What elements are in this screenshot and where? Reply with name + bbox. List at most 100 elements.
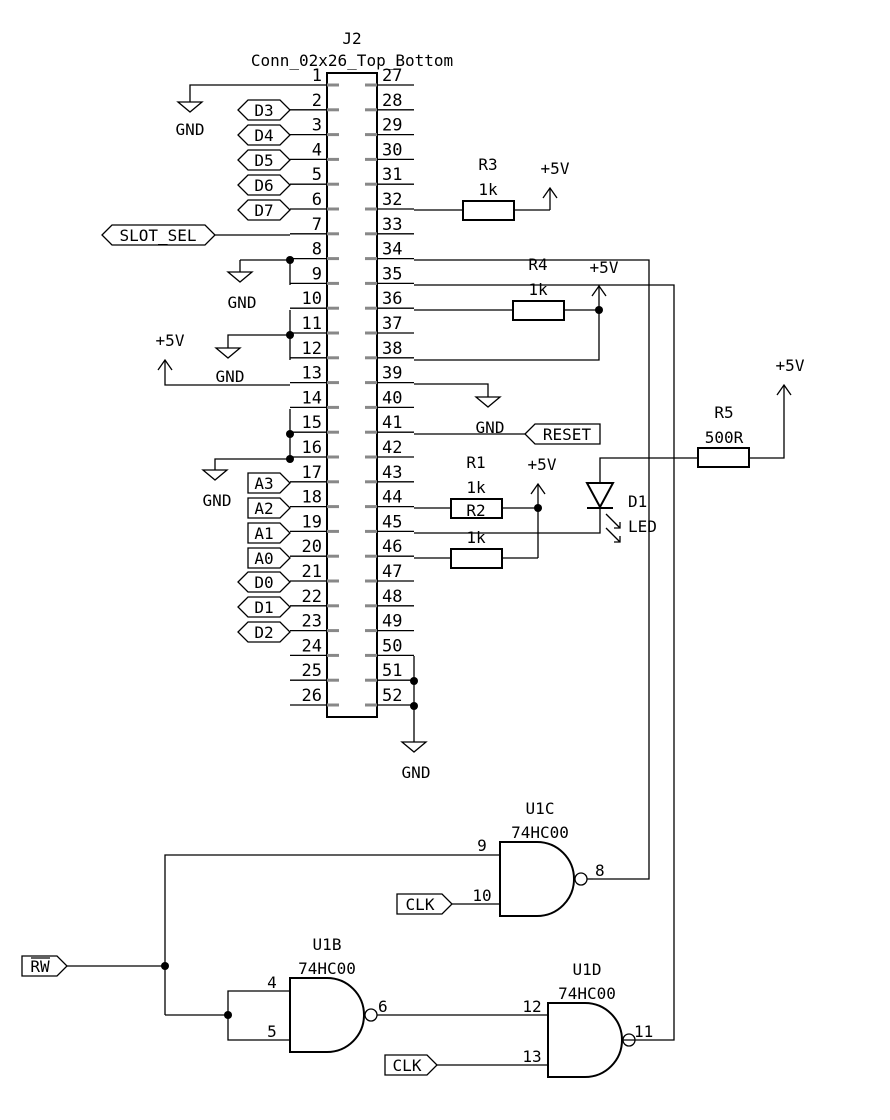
pin-51[interactable]: 51 <box>365 661 414 682</box>
label-d7[interactable]: D7 <box>237 199 291 221</box>
resistor-r1[interactable]: R1 1k <box>414 453 538 519</box>
label-rw[interactable]: RW <box>21 955 169 977</box>
bus-labels-d3-d7: D3 D4 D5 D6 D7 <box>237 99 291 221</box>
svg-text:6: 6 <box>378 997 388 1016</box>
label-d3[interactable]: D3 <box>237 99 291 121</box>
pin-21[interactable]: 21 <box>290 562 339 583</box>
label-slot-sel[interactable]: SLOT_SEL <box>101 224 290 246</box>
pin-43[interactable]: 43 <box>365 463 414 484</box>
pin-41[interactable]: 41 <box>365 413 414 434</box>
pin-38[interactable]: 38 <box>365 339 414 360</box>
nand-gate-u1d[interactable]: U1D 74HC00 12 13 11 <box>437 960 653 1078</box>
label-clk-u1d[interactable]: CLK <box>384 1054 438 1076</box>
pin-27[interactable]: 27 <box>365 66 414 87</box>
pin-number: 7 <box>312 215 322 235</box>
pin-31[interactable]: 31 <box>365 165 414 186</box>
label-d0[interactable]: D0 <box>237 571 291 593</box>
pin-11[interactable]: 11 <box>290 314 339 335</box>
svg-text:GND: GND <box>228 293 257 312</box>
pin-50[interactable]: 50 <box>365 636 414 657</box>
label-d6[interactable]: D6 <box>237 174 291 196</box>
pin-42[interactable]: 42 <box>365 438 414 459</box>
pin-36[interactable]: 36 <box>365 289 414 310</box>
gnd-symbol <box>214 347 242 359</box>
pin-7[interactable]: 7 <box>290 215 339 236</box>
pin-30[interactable]: 30 <box>365 140 414 161</box>
pin-47[interactable]: 47 <box>365 562 414 583</box>
pin-26[interactable]: 26 <box>290 686 339 707</box>
pin-37[interactable]: 37 <box>365 314 414 335</box>
label-d2[interactable]: D2 <box>237 621 291 643</box>
pin-16[interactable]: 16 <box>290 438 339 459</box>
pin-48[interactable]: 48 <box>365 587 414 608</box>
vcc-arrow-symbol <box>591 284 607 297</box>
pin-12[interactable]: 12 <box>290 339 339 360</box>
pin-13[interactable]: 13 <box>290 364 339 385</box>
label-a1[interactable]: A1 <box>247 522 291 544</box>
led-d1[interactable]: D1 LED <box>414 457 698 543</box>
pin-number: 20 <box>302 537 322 557</box>
nand-gate-u1c[interactable]: U1C 74HC00 9 10 8 <box>164 799 605 1015</box>
pin-number: 26 <box>302 686 322 706</box>
pin-29[interactable]: 29 <box>365 116 414 137</box>
svg-text:R1: R1 <box>466 453 485 472</box>
pin-9[interactable]: 9 <box>290 264 339 285</box>
pin-1[interactable]: 1 <box>290 66 339 87</box>
pin-33[interactable]: 33 <box>365 215 414 236</box>
pin-number: 35 <box>382 264 402 284</box>
resistor-r4[interactable]: R4 1k +5V <box>414 255 619 361</box>
pin-19[interactable]: 19 <box>290 512 339 533</box>
bus-labels-d0-d2: D0 D1 D2 <box>237 571 291 643</box>
pin-49[interactable]: 49 <box>365 612 414 633</box>
pin-52[interactable]: 52 <box>365 686 414 707</box>
label-clk-u1c[interactable]: CLK <box>396 893 453 915</box>
svg-text:R4: R4 <box>528 255 547 274</box>
resistor-r5[interactable]: R5 500R +5V <box>697 356 805 468</box>
pin-number: 44 <box>382 488 402 508</box>
pin-4[interactable]: 4 <box>290 140 339 161</box>
pin-35[interactable]: 35 <box>365 264 414 285</box>
connector-j2[interactable]: J2 Conn_02x26_Top_Bottom 123456789101112… <box>251 29 453 718</box>
pin-8[interactable]: 8 <box>290 240 339 261</box>
pin-25[interactable]: 25 <box>290 661 339 682</box>
label-a3[interactable]: A3 <box>247 472 291 494</box>
pin-45[interactable]: 45 <box>365 512 414 533</box>
nand-gate-u1b[interactable]: U1B 74HC00 4 5 6 <box>165 935 548 1053</box>
pin-5[interactable]: 5 <box>290 165 339 186</box>
label-d5[interactable]: D5 <box>237 149 291 171</box>
svg-text:D6: D6 <box>254 176 273 195</box>
pin-number: 37 <box>382 314 402 334</box>
pin-23[interactable]: 23 <box>290 612 339 633</box>
pin-number: 11 <box>302 314 322 334</box>
label-d4[interactable]: D4 <box>237 124 291 146</box>
pin-32[interactable]: 32 <box>365 190 414 211</box>
label-reset[interactable]: RESET <box>414 423 601 445</box>
pin-6[interactable]: 6 <box>290 190 339 211</box>
pin-46[interactable]: 46 <box>365 537 414 558</box>
net-pin39-gnd: GND <box>414 383 504 437</box>
pin-39[interactable]: 39 <box>365 364 414 385</box>
resistor-r2[interactable]: R2 1k <box>414 501 538 569</box>
pin-17[interactable]: 17 <box>290 463 339 484</box>
pin-3[interactable]: 3 <box>290 116 339 137</box>
pin-44[interactable]: 44 <box>365 488 414 509</box>
pin-34[interactable]: 34 <box>365 240 414 261</box>
pin-18[interactable]: 18 <box>290 488 339 509</box>
label-a2[interactable]: A2 <box>247 497 291 519</box>
pin-22[interactable]: 22 <box>290 587 339 608</box>
pin-number: 3 <box>312 116 322 136</box>
svg-text:U1C: U1C <box>526 799 555 818</box>
pin-number: 33 <box>382 215 402 235</box>
label-d1[interactable]: D1 <box>237 596 291 618</box>
pin-14[interactable]: 14 <box>290 388 339 409</box>
pin-24[interactable]: 24 <box>290 636 339 657</box>
pin-10[interactable]: 10 <box>290 289 339 310</box>
svg-text:1k: 1k <box>466 478 486 497</box>
pin-28[interactable]: 28 <box>365 91 414 112</box>
label-a0[interactable]: A0 <box>247 547 291 569</box>
pin-20[interactable]: 20 <box>290 537 339 558</box>
pin-40[interactable]: 40 <box>365 388 414 409</box>
pin-2[interactable]: 2 <box>290 91 339 112</box>
pin-15[interactable]: 15 <box>290 413 339 434</box>
resistor-r3[interactable]: R3 1k +5V <box>414 155 570 221</box>
